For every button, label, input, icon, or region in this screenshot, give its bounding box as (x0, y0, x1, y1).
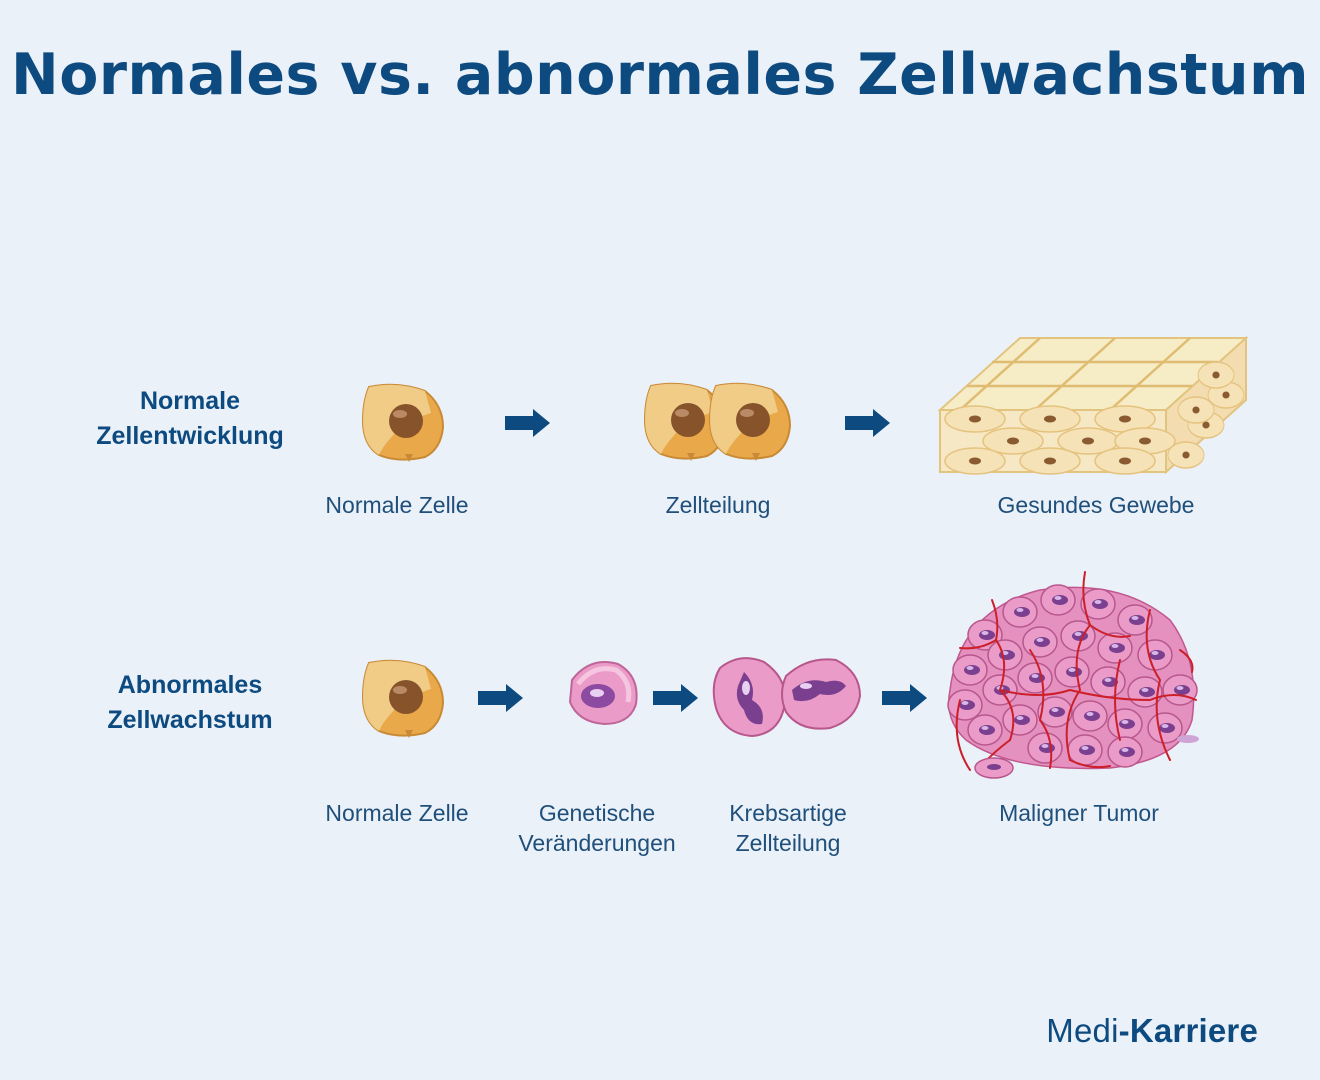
arrow-icon (653, 684, 698, 712)
arrow-icon (505, 409, 550, 437)
healthy-tissue-icon (937, 335, 1249, 475)
arrow-icon (478, 684, 523, 712)
arrow-icon (882, 684, 927, 712)
brand-logo: Medi-Karriere (1046, 1012, 1258, 1049)
stage-caption: Normale Zelle (325, 800, 469, 826)
normal-cell-icon (362, 659, 444, 739)
normal-cell-icon (362, 383, 444, 463)
row-label-abnormal: Abnormales Zellwachstum (107, 671, 273, 734)
stage-caption: Krebsartige Zellteilung (729, 800, 847, 856)
mutated-cell-icon (568, 661, 638, 726)
stage-caption: Zellteilung (665, 492, 771, 518)
cell-division-icon (644, 382, 791, 462)
stage-caption: Maligner Tumor (999, 800, 1159, 826)
arrow-icon (845, 409, 890, 437)
stage-caption: Gesundes Gewebe (997, 492, 1195, 518)
page-title: Normales vs. abnormales Zellwachstum (10, 42, 1310, 108)
cancerous-division-icon (712, 657, 862, 738)
malignant-tumor-icon (947, 571, 1199, 779)
row-label-normal: Normale Zellentwicklung (96, 387, 284, 450)
stage-caption: Genetische Veränderungen (518, 800, 676, 856)
stage-caption: Normale Zelle (325, 492, 469, 518)
